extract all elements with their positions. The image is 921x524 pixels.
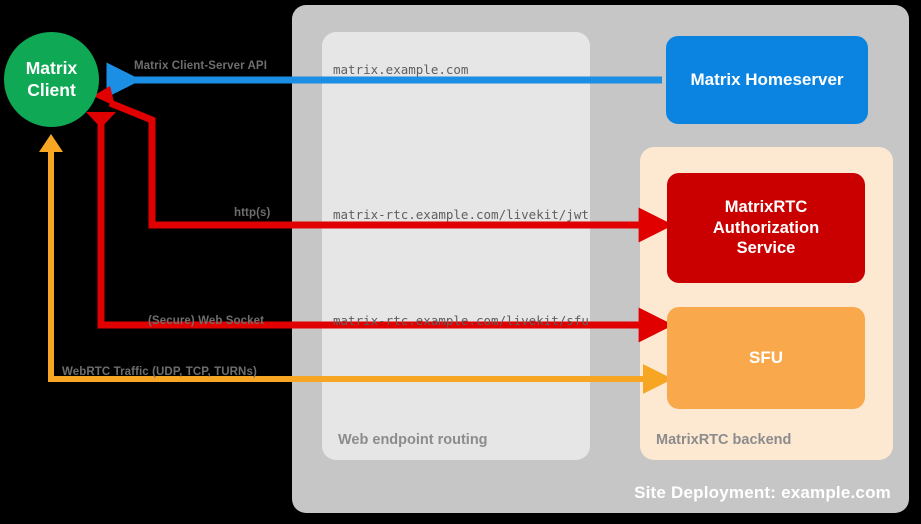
- node-sfu[interactable]: SFU: [667, 307, 865, 409]
- edge-livekit-jwt: [93, 86, 674, 243]
- node-matrix-client-line2: Client: [27, 79, 76, 100]
- matrixrtc-backend-label: MatrixRTC backend: [656, 432, 792, 448]
- web-endpoint-routing-container: Web endpoint routing: [322, 32, 590, 460]
- site-deployment-label: Site Deployment: example.com: [634, 483, 891, 502]
- node-auth-line1: MatrixRTC: [724, 198, 808, 217]
- edge-label-livekit-sfu-endpoint: matrix-rtc.example.com/livekit/sfu: [333, 313, 589, 328]
- node-matrix-client-line1: Matrix: [25, 58, 78, 79]
- node-matrix-homeserver-label: Matrix Homeserver: [690, 70, 844, 90]
- edge-webrtc-traffic: [39, 134, 673, 394]
- edge-label-webrtc-traffic-protocol: WebRTC Traffic (UDP, TCP, TURNs): [62, 366, 257, 378]
- node-auth-line3: Service: [736, 239, 796, 258]
- web-endpoint-routing-label: Web endpoint routing: [338, 432, 488, 448]
- edge-label-matrix-cs-api-protocol: Matrix Client-Server API: [134, 60, 267, 72]
- edge-label-matrix-cs-api-endpoint: matrix.example.com: [333, 62, 469, 77]
- node-sfu-label: SFU: [749, 348, 783, 368]
- edge-livekit-sfu: [86, 112, 674, 343]
- node-matrix-homeserver[interactable]: Matrix Homeserver: [666, 36, 868, 124]
- node-matrixrtc-authorization-service[interactable]: MatrixRTC Authorization Service: [667, 173, 865, 283]
- node-matrix-client[interactable]: Matrix Client: [4, 32, 99, 127]
- edge-label-livekit-sfu-protocol: (Secure) Web Socket: [148, 315, 265, 327]
- edge-label-livekit-jwt-protocol: http(s): [234, 207, 271, 219]
- edge-label-livekit-jwt-endpoint: matrix-rtc.example.com/livekit/jwt: [333, 207, 589, 222]
- node-auth-line2: Authorization: [712, 218, 820, 237]
